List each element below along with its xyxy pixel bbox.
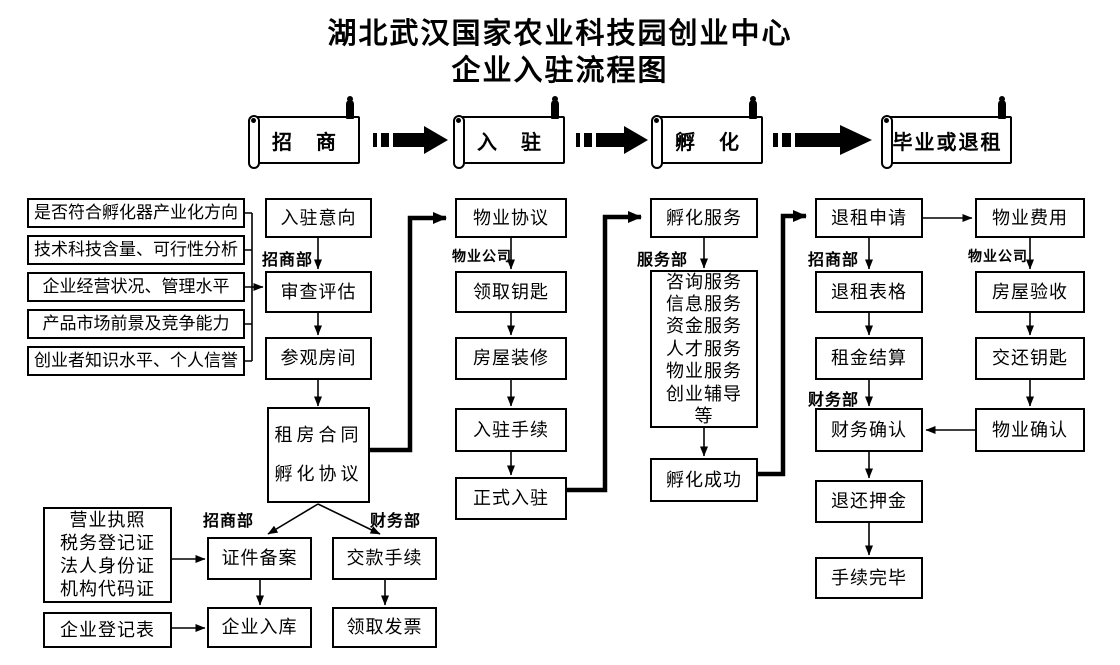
box-lingqu-fapiao: 领取发票	[332, 607, 437, 648]
box-qiye-ruku: 企业入库	[207, 607, 312, 648]
box-line: 信息服务	[666, 293, 742, 314]
box-wuye-xieyi: 物业协议	[455, 198, 567, 238]
scroll-knob-icon	[998, 96, 1006, 119]
box-jiaohuan-yaoshi: 交还钥匙	[975, 337, 1085, 380]
dept-label-zhaoshangbu-right: 招商部	[808, 252, 860, 269]
box-canguan-fangjian: 参观房间	[265, 337, 372, 380]
box-jiaokuan-shouxu: 交款手续	[332, 537, 437, 580]
phase-label: 招 商	[272, 131, 338, 154]
phase-label: 毕业或退租	[892, 131, 1003, 154]
box-lingqu-yaoshi: 领取钥匙	[455, 271, 567, 313]
box-line: 等	[694, 406, 714, 427]
box-line: 营业执照	[69, 510, 146, 530]
dept-label-zhaoshangbu: 招商部	[262, 252, 314, 269]
box-line: 机构代码证	[60, 579, 155, 599]
box-line: 物业服务	[666, 361, 742, 382]
scroll-face	[250, 116, 360, 164]
page-title: 湖北武汉国家农业科技园创业中心	[327, 18, 793, 50]
phase-banner-recruit: 招 商	[248, 96, 360, 169]
box-line: 人才服务	[666, 338, 742, 359]
box-line: 创业辅导	[666, 383, 742, 404]
phase-label: 孵 化	[675, 131, 741, 154]
scroll-face	[653, 116, 763, 164]
box-fangwu-zhuangxiu: 房屋装修	[455, 337, 567, 380]
box-wuye-queren: 物业确认	[975, 408, 1085, 452]
dept-label-caiwubu-bottom: 财务部	[370, 513, 422, 530]
box-wuye-feiyong: 物业费用	[975, 198, 1085, 238]
box-line: 租房合同	[274, 425, 363, 446]
box-criteria-market: 产品市场前景及竞争能力	[27, 309, 245, 339]
box-line: 咨询服务	[666, 271, 742, 292]
scroll-knob-icon	[346, 96, 354, 119]
box-line: 税务登记证	[60, 533, 155, 553]
box-line: 孵化协议	[274, 464, 363, 484]
scroll-face	[883, 116, 1012, 164]
box-ruzhu-shouxu: 入驻手续	[455, 408, 567, 452]
scroll-face	[455, 116, 565, 164]
box-line: 法人身份证	[60, 556, 155, 576]
box-fuhua-fuwu: 孵化服务	[650, 198, 758, 238]
scroll-roll-icon	[881, 115, 893, 169]
box-fuhua-chenggong: 孵化成功	[650, 458, 758, 502]
box-services: 咨询服务 信息服务 资金服务 人才服务 物业服务 创业辅导 等	[650, 270, 758, 428]
box-caiwu-queren: 财务确认	[815, 408, 923, 452]
page-subtitle: 企业入驻流程图	[451, 55, 669, 87]
dept-label-fuwubu: 服务部	[637, 252, 689, 269]
scroll-knob-icon	[551, 96, 559, 119]
dept-label-caiwubu: 财务部	[808, 392, 860, 409]
scroll-roll-icon	[453, 115, 465, 169]
dept-label-wuye-gongsi-right: 物业公司	[968, 248, 1028, 264]
box-criteria-reputation: 创业者知识水平、个人信誉	[27, 346, 245, 376]
box-tuizu-biaoge: 退租表格	[815, 271, 923, 313]
box-criteria-management: 企业经营状况、管理水平	[27, 272, 245, 302]
box-qiye-dengjibiao: 企业登记表	[43, 612, 172, 648]
box-zhengjian-beian: 证件备案	[207, 537, 312, 580]
dept-label-zhaoshangbu-bottom: 招商部	[203, 513, 255, 530]
box-documents: 营业执照 税务登记证 法人身份证 机构代码证	[43, 507, 172, 603]
scroll-roll-icon	[248, 115, 260, 169]
box-shouxu-wanbi: 手续完毕	[815, 557, 923, 599]
box-zujin-jiesuan: 租金结算	[815, 337, 923, 380]
scroll-roll-icon	[651, 115, 663, 169]
box-zufang-hetong: 租房合同 孵化协议	[267, 407, 370, 503]
box-zhengshi-ruzhu: 正式入驻	[455, 477, 567, 520]
dept-label-wuye-gongsi: 物业公司	[452, 248, 512, 264]
box-shencha-pinggu: 审查评估	[265, 271, 372, 313]
box-tuihuan-yajin: 退还押金	[815, 480, 923, 523]
box-tuizu-shenqing: 退租申请	[815, 198, 923, 238]
scroll-knob-icon	[749, 96, 757, 119]
box-ruzhu-yixiang: 入驻意向	[265, 198, 372, 238]
phase-banner-movein: 入 驻	[453, 96, 565, 169]
phase-banner-graduate: 毕业或退租	[881, 96, 1012, 169]
box-fangwu-yanshou: 房屋验收	[975, 271, 1085, 313]
box-criteria-direction: 是否符合孵化器产业化方向	[27, 198, 245, 228]
box-line: 资金服务	[666, 316, 742, 337]
phase-label: 入 驻	[477, 131, 543, 154]
phase-banner-incubate: 孵 化	[651, 96, 763, 169]
box-criteria-technology: 技术科技含量、可行性分析	[27, 235, 245, 265]
